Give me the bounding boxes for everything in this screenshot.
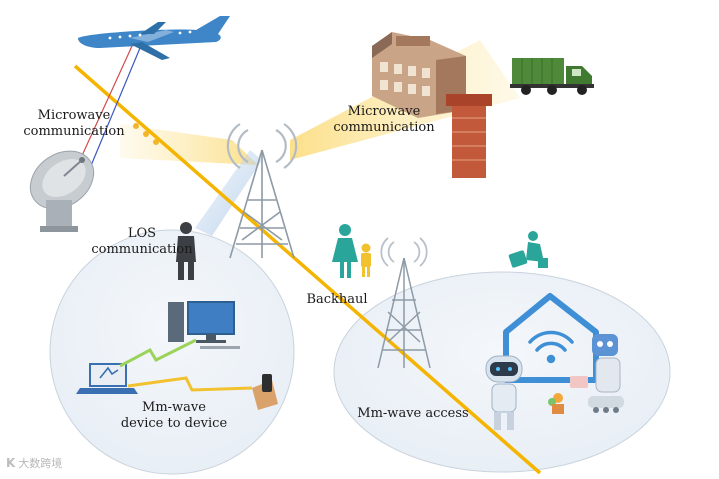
backhaul-line [73,64,542,475]
desktop-computer-icon [168,301,240,349]
label-backhaul: Backhaul [306,292,368,307]
label-los: LOS communication [86,226,198,258]
access-tower-waves [380,237,428,267]
label-los-line2: communication [91,242,193,257]
potted-plant-icon [548,393,564,414]
humanoid-robot-icon [485,355,523,430]
uplink-arrow [79,45,133,161]
label-d2d-line1: Mm-wave [142,400,206,415]
d2d-link-yellow [127,376,253,392]
downlink-arrow [89,47,141,169]
parent-child-icon [332,224,358,278]
label-microwave-top-line1: Microwave [347,104,421,119]
airplane-icon [78,16,230,60]
industrial-robot-icon [570,334,624,413]
label-microwave-top-line2: communication [333,120,435,135]
central-tower-icon [229,149,295,259]
watermark: K 大数跨境 [6,455,62,471]
label-microwave-top: Microwave communication [326,104,442,136]
los-beam [195,150,262,236]
chimney-icon [446,94,492,178]
satellite-dish-icon [29,150,95,232]
label-d2d-line2: device to device [120,416,228,431]
d2d-link-green [119,338,197,368]
person-phone-icon [176,222,196,280]
phone-in-hand-icon [252,374,278,410]
watermark-text: 大数跨境 [18,457,63,470]
wifi-icon [528,330,574,364]
watermark-mark: K [6,456,16,470]
label-microwave-left: Microwave communication [18,108,130,140]
label-access: Mm-wave access [357,406,469,421]
laptop-icon [76,363,138,394]
label-microwave-left-line1: Microwave [37,108,111,123]
label-d2d: Mm-wave device to device [104,400,244,432]
truck-icon [510,58,594,95]
traveler-luggage-icon [508,231,548,268]
label-microwave-left-line2: communication [23,124,125,139]
child-icon [361,243,371,277]
microwave-dots [133,123,159,145]
central-tower-waves [226,123,298,169]
label-los-line1: LOS [127,226,157,241]
access-tower-icon [377,257,431,369]
